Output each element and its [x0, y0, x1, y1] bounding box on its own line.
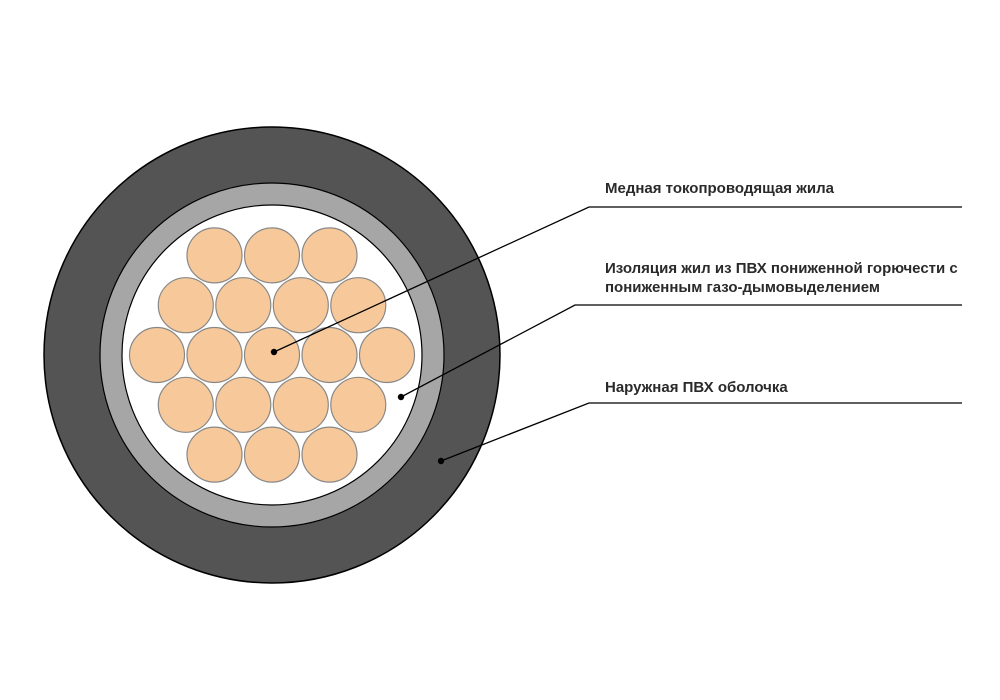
- conductor-strand: [272, 277, 329, 334]
- conductor-strand: [215, 277, 272, 334]
- conductor-strand: [243, 326, 301, 384]
- conductor-strand: [330, 277, 387, 334]
- conductor-strand: [157, 277, 214, 334]
- leader-dot-sheath: [437, 457, 445, 465]
- leader-line-sheath: [440, 402, 962, 462]
- label-insulation-line-1: Изоляция жил из ПВХ пониженной горючести…: [605, 260, 958, 277]
- label-conductor-line-1: Медная токопроводящая жила: [605, 180, 835, 197]
- conductor-strand: [186, 227, 243, 284]
- leader-dot-insulation: [397, 393, 405, 401]
- conductor-strand: [186, 326, 243, 384]
- label-sheath: Наружная ПВХ оболочка: [605, 379, 788, 396]
- label-insulation-line-2: пониженным газо-дымовыделением: [605, 279, 880, 296]
- leader-lines: [270, 206, 962, 465]
- conductor-strand: [301, 227, 358, 284]
- conductor-strand: [330, 376, 387, 433]
- conductor-strand: [243, 426, 301, 483]
- conductor-strand: [215, 376, 272, 433]
- conductor-strand: [243, 227, 301, 284]
- conductor-strand: [272, 376, 329, 433]
- label-sheath-line-1: Наружная ПВХ оболочка: [605, 379, 788, 396]
- conductor-strand: [301, 426, 358, 483]
- conductor-strands: [128, 227, 416, 483]
- leader-line-conductor: [273, 206, 962, 353]
- conductor-strand: [157, 376, 214, 433]
- leader-line-insulation: [400, 304, 962, 398]
- label-conductor: Медная токопроводящая жила: [605, 180, 835, 197]
- conductor-strand: [301, 326, 358, 384]
- conductor-strand: [128, 326, 186, 384]
- label-insulation: Изоляция жил из ПВХ пониженной горючести…: [605, 260, 962, 296]
- conductor-strand: [186, 426, 243, 483]
- conductor-strand: [358, 326, 416, 384]
- leader-dot-conductor: [270, 348, 278, 356]
